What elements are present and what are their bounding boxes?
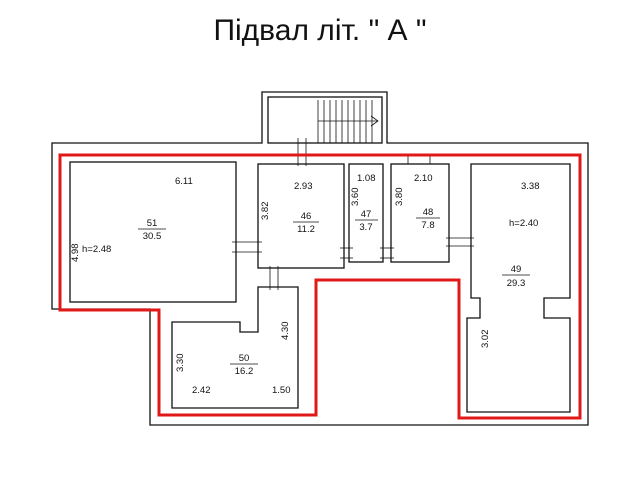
room-46-area: 11.2 bbox=[297, 224, 315, 235]
room-48-dim-height: 3.80 bbox=[394, 188, 405, 207]
room-50-number: 50 bbox=[239, 353, 250, 364]
room-50-dim-corridor: 4.30 bbox=[280, 322, 291, 341]
room-49-area: 29.3 bbox=[507, 278, 526, 289]
room-51-number: 51 bbox=[147, 218, 158, 229]
room-47-number: 47 bbox=[361, 209, 372, 220]
room-49-number: 49 bbox=[511, 264, 522, 275]
doorways bbox=[232, 138, 474, 290]
room-50-dim-bottom-right: 1.50 bbox=[272, 385, 291, 396]
room-46-number: 46 bbox=[301, 211, 312, 222]
room-49-dim-side: 3.02 bbox=[480, 330, 491, 349]
room-48-area: 7.8 bbox=[421, 220, 434, 231]
room-46-walls bbox=[257, 163, 345, 269]
room-47-dim-width: 1.08 bbox=[357, 173, 376, 184]
page-title: Підвал літ. " А " bbox=[213, 14, 427, 47]
room-51-dim-height: 4.98 bbox=[70, 244, 81, 263]
room-51-dim-width: 6.11 bbox=[175, 176, 193, 187]
highlight-outline bbox=[58, 153, 582, 420]
room-47-area: 3.7 bbox=[359, 222, 372, 233]
staircase bbox=[267, 96, 383, 144]
room-48-number: 48 bbox=[423, 207, 434, 218]
room-47-dim-height: 3.60 bbox=[350, 188, 361, 207]
room-50-walls bbox=[171, 286, 299, 409]
outer-wall bbox=[51, 91, 589, 426]
room-50-dim-height: 3.30 bbox=[175, 354, 186, 373]
room-47-walls bbox=[348, 163, 384, 263]
room-48-dim-width: 2.10 bbox=[414, 173, 433, 184]
room-51-walls bbox=[69, 161, 237, 303]
room-46-dim-height: 3.82 bbox=[260, 202, 271, 221]
room-51-area: 30.5 bbox=[143, 231, 162, 242]
room-49-ceiling-height: h=2.40 bbox=[509, 218, 538, 229]
room-49-walls bbox=[466, 163, 571, 413]
room-49-dim-width: 3.38 bbox=[521, 181, 540, 192]
room-50-dim-bottom-left: 2.42 bbox=[192, 385, 211, 396]
room-46-dim-width: 2.93 bbox=[294, 181, 313, 192]
room-50-area: 16.2 bbox=[235, 366, 254, 377]
room-51-ceiling-height: h=2.48 bbox=[82, 244, 111, 255]
